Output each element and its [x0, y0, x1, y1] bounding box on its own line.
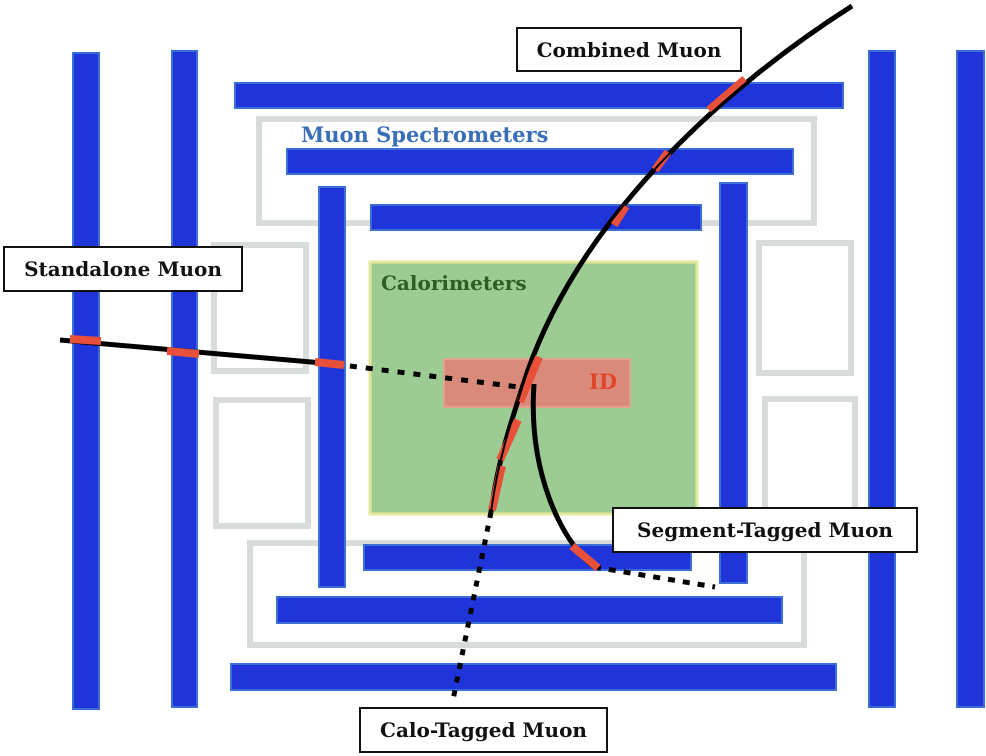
chamber-vertical-3: [868, 50, 896, 708]
chamber-vertical-5: [318, 186, 346, 588]
hit-marker: [706, 75, 748, 114]
left-lower-frame: [213, 397, 311, 529]
chamber-vertical-4: [956, 50, 985, 708]
hit-marker: [610, 203, 630, 228]
hit-marker: [488, 465, 506, 511]
standalone-muon-label: Standalone Muon: [3, 246, 243, 292]
inner-detector-label: ID: [589, 369, 618, 394]
left-upper-frame: [211, 242, 309, 374]
right-upper-frame: [756, 240, 854, 376]
tracks-overlay: [490, 5, 853, 513]
chamber-vertical-2: [171, 50, 198, 708]
chamber-horizontal-6: [230, 663, 837, 691]
calorimeters-label: Calorimeters: [381, 271, 527, 295]
hit-marker: [314, 358, 345, 369]
chamber-horizontal-5: [276, 596, 783, 624]
segment-tagged-muon-track-dashed: [593, 564, 716, 590]
hit-marker: [569, 542, 601, 572]
chamber-horizontal-4: [363, 544, 692, 571]
chamber-horizontal-2: [286, 148, 794, 175]
outer-bottom-frame: [247, 540, 807, 648]
hit-marker: [166, 347, 200, 358]
segment-tagged-muon-label: Segment-Tagged Muon: [612, 507, 918, 553]
standalone-muon-track-dashed: [333, 361, 528, 391]
calo-tagged-muon-track: [450, 511, 494, 701]
calo-tagged-muon-label: Calo-Tagged Muon: [359, 707, 608, 753]
chamber-horizontal-3: [370, 204, 702, 231]
chamber-horizontal-1: [234, 82, 844, 109]
hit-marker: [69, 335, 102, 345]
muon-spectrometers-label: Muon Spectrometers: [301, 122, 549, 147]
hit-marker: [516, 355, 543, 404]
combined-muon-label: Combined Muon: [516, 27, 742, 72]
hits: [69, 75, 748, 572]
chamber-vertical-1: [72, 52, 100, 710]
